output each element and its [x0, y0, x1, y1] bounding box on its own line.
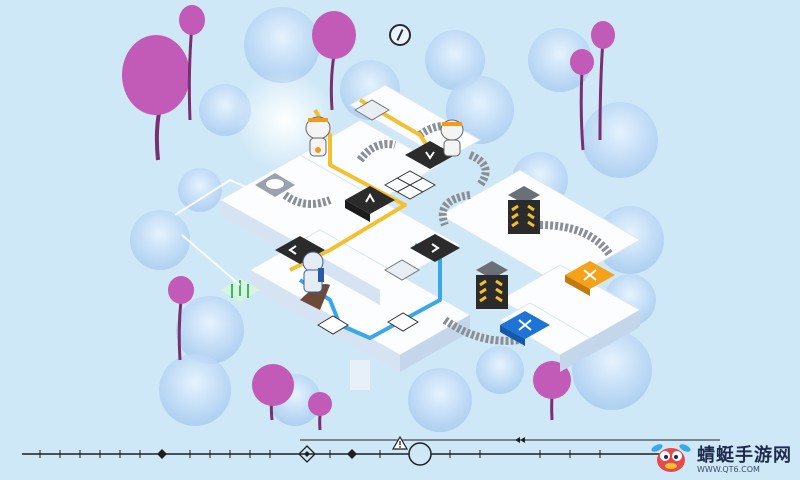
blue-target-pad[interactable] [500, 311, 550, 346]
exit-portal[interactable] [220, 278, 260, 302]
puzzle-board[interactable] [174, 84, 642, 390]
pink-trees [122, 5, 615, 431]
robot-icon[interactable] [305, 116, 331, 157]
diamond-marker-icon[interactable] [347, 449, 357, 459]
arrow-tile-right[interactable] [410, 234, 460, 262]
robot-icon[interactable] [440, 119, 464, 157]
empty-switch[interactable] [317, 315, 349, 335]
orange-target-pad[interactable] [565, 261, 615, 296]
dragonfly-logo-icon [651, 444, 691, 472]
empty-switch[interactable] [384, 259, 420, 281]
watermark: 蜻蜓手游网 WWW.QT6.COM [651, 440, 792, 474]
empty-switch[interactable] [387, 312, 419, 332]
background-clouds [130, 7, 664, 432]
astronaut-icon[interactable] [300, 251, 330, 310]
arrow-tile-up[interactable] [345, 186, 395, 222]
hazard-pillar [476, 261, 508, 309]
hazard-pillar [508, 186, 540, 234]
watermark-subtitle: WWW.QT6.COM [697, 464, 760, 474]
pressure-plate[interactable] [255, 173, 295, 197]
level-timeline[interactable] [0, 436, 800, 480]
rewind-icon[interactable] [515, 437, 525, 443]
empty-switch[interactable] [354, 99, 390, 121]
watermark-title: 蜻蜓手游网 [697, 444, 792, 466]
crossed-tile [383, 170, 437, 200]
arrow-tile-down[interactable] [405, 141, 455, 169]
diamond-marker-icon[interactable] [298, 445, 316, 463]
diamond-marker-icon[interactable] [157, 449, 167, 459]
timeline-playhead[interactable] [408, 442, 432, 466]
warning-icon [391, 436, 409, 450]
compass-icon[interactable] [389, 24, 411, 46]
